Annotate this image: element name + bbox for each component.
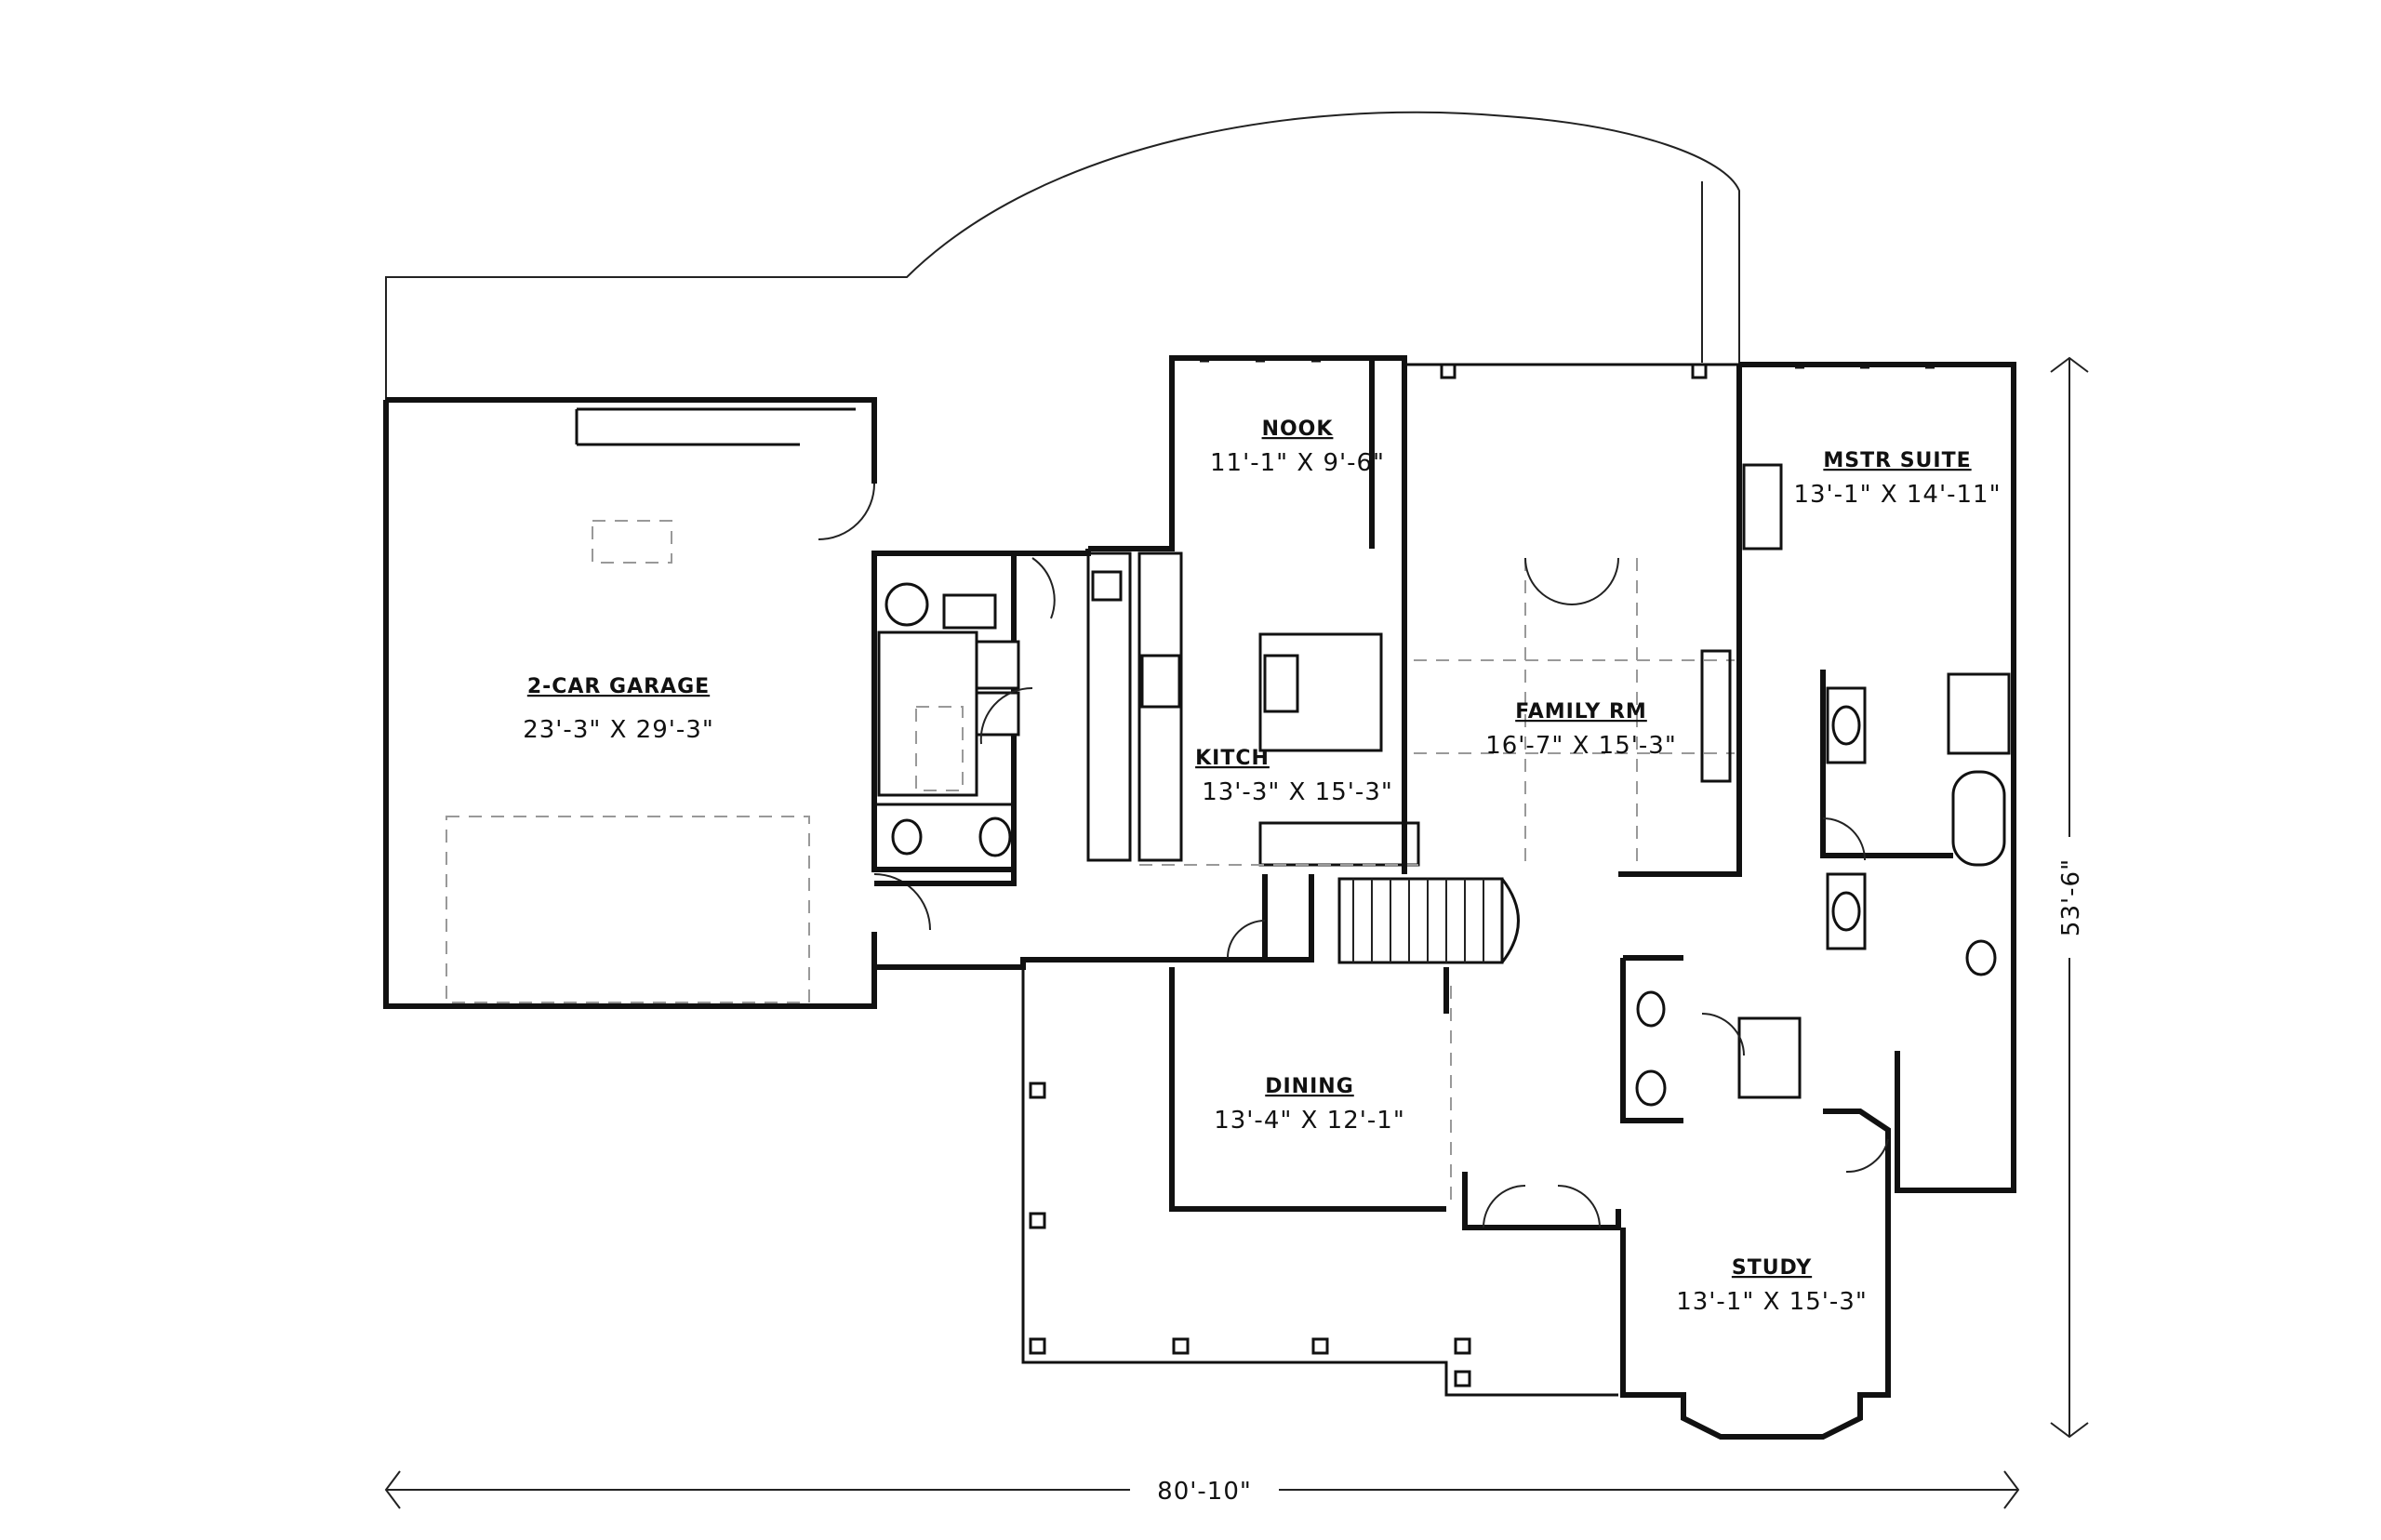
kitchen-counter-right [1137, 551, 1183, 862]
half-bath-toilet [891, 818, 923, 856]
garage-name: 2-CAR GARAGE [527, 675, 710, 698]
patio-post-2 [1691, 363, 1708, 379]
nook-name: NOOK [1262, 418, 1334, 441]
master-sink-2 [1831, 891, 1861, 932]
island-sink [1263, 654, 1299, 713]
bath2-sink [1636, 990, 1666, 1028]
half-bath-sink [978, 816, 1012, 857]
master-bath-door-swing [1822, 817, 1866, 861]
master-vanity-1 [1826, 686, 1867, 764]
entry-door-swing-right [1557, 1185, 1601, 1228]
entry-walls [1462, 1172, 1621, 1230]
study-walls [1620, 1109, 1891, 1440]
master-fireplace [1742, 463, 1783, 551]
garage-parking-area [446, 816, 810, 1003]
nook-walls [1169, 355, 1407, 549]
family-door-swing-right [1571, 557, 1619, 605]
master-tub [1951, 770, 2006, 867]
staircase [1337, 877, 1520, 964]
garage-attic-hatch [592, 520, 672, 564]
patio-outline [1404, 363, 1741, 549]
master-sink-1 [1831, 705, 1861, 746]
garage-door-swing [818, 483, 875, 540]
site-outline [385, 111, 1740, 400]
bath2-door-swing [1701, 1013, 1745, 1056]
overall-depth-label-bg [2051, 837, 2088, 958]
garage-entry-swing [873, 873, 931, 931]
garage-walls [383, 397, 877, 1009]
master-bath-walls [1820, 642, 2016, 1193]
family-door-swing-left [1524, 557, 1573, 605]
family-room-grid [1414, 558, 1735, 870]
laundry-counter [942, 593, 997, 630]
kitchen-sink [1091, 570, 1123, 602]
kitchen-peninsula [1258, 821, 1420, 867]
nook-dim: 11'-1" X 9'-6" [1210, 449, 1385, 477]
kitchen-dim: 13'-3" X 15'-3" [1202, 778, 1393, 806]
dining-name: DINING [1265, 1075, 1354, 1098]
patio-post-1 [1440, 363, 1457, 379]
entry-door-swing-left [1483, 1185, 1526, 1228]
laundry-door-swing [979, 686, 1033, 745]
garage-dim: 23'-3" X 29'-3" [523, 716, 714, 744]
master-toilet [1965, 939, 1997, 976]
water-heater [885, 582, 929, 627]
study-door-swing [1845, 1138, 1889, 1174]
foyer-walls [1262, 874, 1314, 962]
family-room-dim: 16'-7" X 15'-3" [1485, 732, 1677, 760]
master-suite-walls [1736, 362, 2016, 642]
family-room-walls [1402, 549, 1742, 877]
family-room-name: FAMILY RM [1515, 700, 1647, 724]
fireplace [1700, 649, 1732, 783]
overall-depth-label: 53'-6" [2057, 858, 2085, 936]
washer [975, 640, 1020, 690]
bath2-shower [1737, 1016, 1802, 1099]
porch-posts [1029, 1082, 1471, 1387]
kitchen-name: KITCH [1195, 747, 1270, 770]
kitchen-counter-left [1086, 551, 1132, 862]
bath2-walls [1620, 955, 1683, 1123]
closet-door-swing [1227, 920, 1266, 959]
half-bath [872, 803, 1016, 871]
cooktop [1140, 654, 1181, 709]
master-shower [1947, 672, 2011, 755]
overall-width-label-bg [1130, 1471, 1279, 1505]
laundry-hatch [915, 706, 964, 791]
master-suite-name: MSTR SUITE [1823, 449, 1971, 472]
dining-dim: 13'-4" X 12'-1" [1214, 1107, 1405, 1135]
master-vanity-2 [1826, 872, 1867, 950]
study-name: STUDY [1732, 1256, 1812, 1280]
study-dim: 13'-1" X 15'-3" [1676, 1288, 1868, 1316]
overall-width-label: 80'-10" [1157, 1478, 1252, 1506]
kitchen-island [1258, 632, 1383, 752]
bath2-toilet [1635, 1069, 1667, 1107]
utility-door-swing [1031, 557, 1056, 619]
dryer [975, 691, 1020, 737]
master-suite-dim: 13'-1" X 14'-11" [1793, 481, 2001, 509]
dining-windows [1170, 1032, 1321, 1211]
porch-outline [1021, 967, 1618, 1397]
